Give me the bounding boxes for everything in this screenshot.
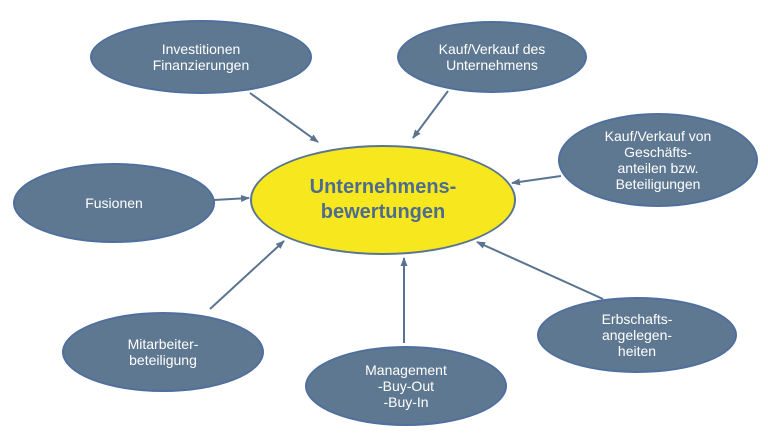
- node-fusionen: Fusionen: [13, 163, 215, 243]
- arrow-erbschaft-to-center: [476, 241, 604, 300]
- node-label-erbschaft: Erbschafts- angelegen- heiten: [601, 310, 673, 360]
- node-mitarbeiterbeteiligung: Mitarbeiter- beteiligung: [62, 312, 264, 392]
- node-label-investitionen: Investitionen Finanzierungen: [152, 40, 250, 73]
- node-unternehmensbewertungen-center: Unternehmens- bewertungen: [250, 145, 516, 255]
- arrow-geschaeftsanteile-to-center: [511, 175, 562, 186]
- node-kauf-verkauf-von-geschaeftsanteilen: Kauf/Verkauf von Geschäfts- anteilen bzw…: [558, 113, 758, 207]
- node-label-mitarbeiter: Mitarbeiter- beteiligung: [127, 335, 199, 368]
- node-investitionen-finanzierungen: Investitionen Finanzierungen: [90, 20, 312, 94]
- arrow-investitionen-to-center: [249, 92, 319, 143]
- node-label-management: Management -Buy-Out -Buy-In: [365, 361, 447, 411]
- node-label-fusionen: Fusionen: [85, 194, 143, 211]
- node-erbschaftsangelegenheiten: Erbschafts- angelegen- heiten: [537, 297, 737, 373]
- center-node-label: Unternehmens- bewertungen: [309, 176, 457, 223]
- node-label-kauf-verkauf-unternehmen: Kauf/Verkauf des Unternehmens: [438, 40, 546, 73]
- node-label-geschaeftsanteile: Kauf/Verkauf von Geschäfts- anteilen bzw…: [604, 127, 712, 193]
- node-kauf-verkauf-des-unternehmens: Kauf/Verkauf des Unternehmens: [397, 21, 587, 93]
- arrow-fusionen-to-center: [213, 194, 250, 202]
- arrow-kauf-verkauf-unternehmen-to-center: [412, 90, 449, 139]
- node-management-buy-out-buy-in: Management -Buy-Out -Buy-In: [305, 346, 507, 426]
- arrow-mitarbeiter-to-center: [209, 240, 285, 310]
